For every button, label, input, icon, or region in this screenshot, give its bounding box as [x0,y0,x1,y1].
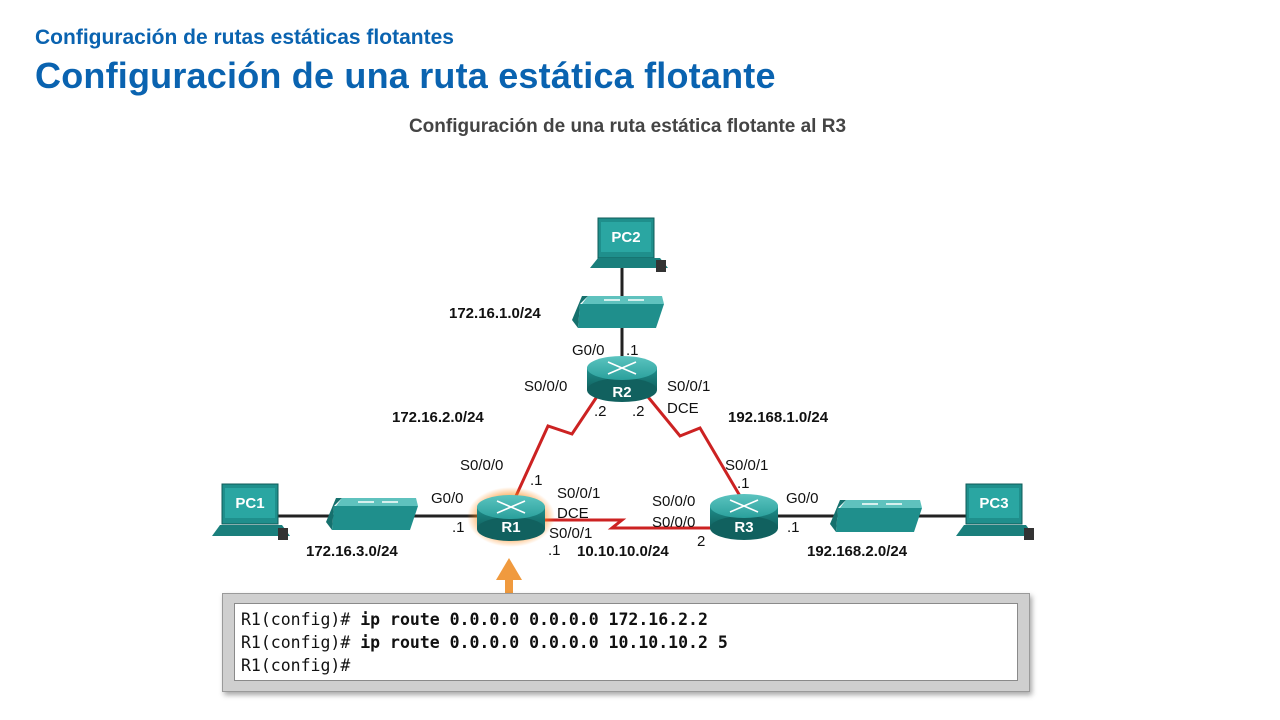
if-r2-g00: G0/0 [572,342,605,359]
cli-output: R1(config)# ip route 0.0.0.0 0.0.0.0 172… [234,603,1018,681]
if-r1-s001-dce: DCE [557,505,589,522]
cli-prompt: R1(config)# [241,656,351,675]
arrow-up-icon [496,558,522,598]
if-r3-s001-ip: .1 [737,475,750,492]
if-r2-s001-ip: .2 [632,403,645,420]
net-label-lan-r1: 172.16.3.0/24 [306,543,398,560]
if-r2-s001: S0/0/1 [667,378,710,395]
router-r1-icon[interactable]: R1 [477,495,545,541]
router-r2-icon[interactable]: R2 [587,356,657,402]
r1-label: R1 [501,519,520,536]
switch-r3-icon[interactable] [830,500,922,532]
if-r1-s000: S0/0/0 [460,457,503,474]
net-label-lan-r2: 172.16.1.0/24 [449,305,541,322]
pc1-icon[interactable]: PC1 [212,483,290,540]
subtitle: Configuración de rutas estáticas flotant… [35,26,454,49]
cli-prompt: R1(config)# [241,610,351,629]
diagram-title: Configuración de una ruta estática flota… [408,116,847,137]
if-r2-s000-ip: .2 [594,403,607,420]
switch-r2-icon[interactable] [572,296,664,328]
r3-label: R3 [734,519,753,536]
cli-line: R1(config)# ip route 0.0.0.0 0.0.0.0 10.… [241,631,1017,654]
cli-command: ip route 0.0.0.0 0.0.0.0 10.10.10.2 5 [350,633,728,652]
net-label-link-r1-r2: 172.16.2.0/24 [392,409,484,426]
if-r3-g00: G0/0 [786,490,819,507]
pc2-icon[interactable]: PC2 [590,217,668,272]
cli-command: ip route 0.0.0.0 0.0.0.0 172.16.2.2 [350,610,708,629]
net-label-link-r2-r3: 192.168.1.0/24 [728,409,829,426]
if-r3-s000-bottom: S0/0/0 [652,514,695,531]
if-r3-s001: S0/0/1 [725,457,768,474]
pc3-icon[interactable]: PC3 [956,483,1034,540]
if-r2-s001-dce: DCE [667,400,699,417]
if-r1-s001-bottom: S0/0/1 [549,525,592,542]
if-r2-g00-ip: .1 [626,342,639,359]
pc1-label: PC1 [235,495,264,512]
cli-prompt: R1(config)# [241,633,351,652]
if-r1-g00: G0/0 [431,490,464,507]
if-r3-g00-ip: .1 [787,519,800,536]
if-r1-s001-top: S0/0/1 [557,485,600,502]
cli-line: R1(config)# ip route 0.0.0.0 0.0.0.0 172… [241,608,1017,631]
cli-panel: R1(config)# ip route 0.0.0.0 0.0.0.0 172… [222,593,1030,692]
if-r1-s000-ip: .1 [530,472,543,489]
serial-links [514,391,742,530]
if-r2-s000: S0/0/0 [524,378,567,395]
net-label-lan-r3: 192.168.2.0/24 [807,543,908,560]
if-r1-g00-ip: .1 [452,519,465,536]
router-r3-icon[interactable]: R3 [710,494,778,540]
cli-line: R1(config)# [241,654,1017,677]
pc2-label: PC2 [611,229,640,246]
if-r1-s001-ip: .1 [548,542,561,559]
if-r3-s000-top: S0/0/0 [652,493,695,510]
switch-r1-icon[interactable] [326,498,418,530]
r2-label: R2 [612,384,631,401]
net-label-link-r1-r3: 10.10.10.0/24 [577,543,669,560]
page-title: Configuración de una ruta estática flota… [35,55,776,96]
if-r3-s000-ip: 2 [697,533,705,550]
pc3-label: PC3 [979,495,1008,512]
